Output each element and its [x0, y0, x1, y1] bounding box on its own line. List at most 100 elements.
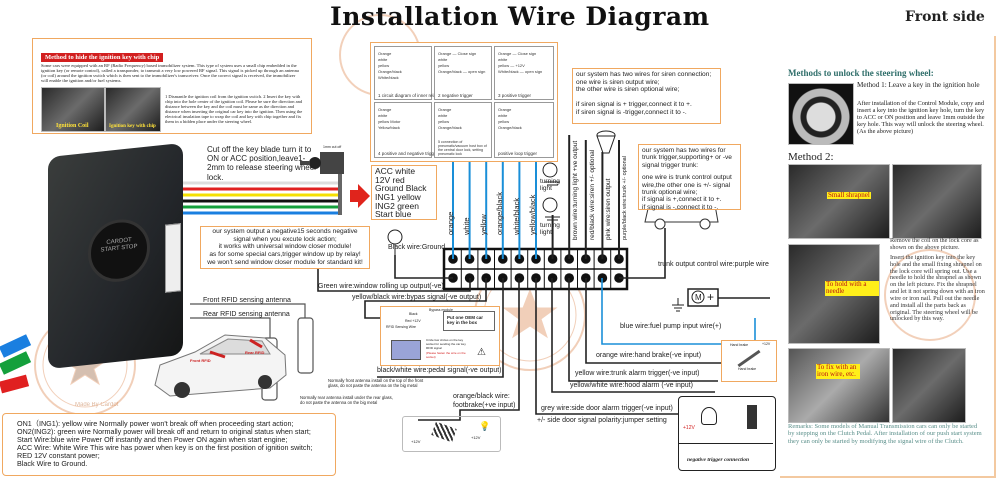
key-chip-photo: Ignition key with chip [105, 87, 161, 132]
note-ing1: ON1（ING1): yellow wire Normally power wo… [17, 419, 294, 428]
wire-legend: ACC white 12V red Ground Black ING1 yell… [371, 165, 437, 220]
negative-trigger-caption: negative trigger connection [687, 457, 750, 463]
needle-photo: To hold with a needle [788, 244, 880, 344]
legend-ing2: ING2 green [375, 200, 419, 211]
ground-antenna-icon [387, 229, 403, 255]
bottom-wires [317, 228, 770, 421]
brake-pedal-icon [431, 421, 457, 443]
front-antenna-label: Front RFID sensing antenna [203, 297, 291, 304]
hide-key-heading: Method to hide the ignition key with chi… [41, 53, 164, 62]
hood-wire-label: yellow/white wire:hood alarm (-ve input) [570, 382, 693, 389]
hide-key-intro: Some cars were equipped with an RF (Radi… [41, 63, 299, 84]
note-start: Start Wire:blue wire Power Off instantly… [17, 435, 288, 445]
siren-icon [596, 130, 616, 154]
wire-label-yellow-black: yellow/black [528, 194, 537, 235]
note-acc: ACC Wire: White Wire This wire has power… [17, 443, 313, 453]
rear-antenna-label: Rear RFID sensing antenna [203, 311, 290, 318]
remove-coil-text: Remove the coil on the lock core as show… [890, 237, 979, 251]
footbrake-wire-label-1: orange/black wire: [453, 393, 510, 400]
lock-note: our system output a negative15 seconds n… [200, 226, 370, 269]
arrow-icon [350, 184, 370, 208]
wire-label-orange: orange [446, 211, 455, 235]
legend-ing1: ING1 yellow [375, 191, 421, 202]
turning-light-label-1: turning light [540, 178, 560, 193]
bulb-icon: 💡 [479, 421, 491, 431]
page-title: Installation Wire Diagram [330, 2, 710, 31]
turning-light-label-2: turning light [540, 222, 560, 237]
polarity-label: +/- side door signal polarity:jumper set… [537, 417, 667, 424]
hand-brake-panel: Hand brake +12V Hand brake [721, 340, 777, 382]
wire-notes-panel: ON1（ING1): yellow wire Normally power wo… [2, 413, 336, 476]
hand-brake-wire-label: orange wire:hand brake(-ve input) [596, 352, 702, 359]
wire-label-purple-black: purple/black wire:trunk +/- optional [622, 156, 628, 240]
wire-label-white-black: white/black [512, 197, 521, 235]
power-harness [182, 168, 342, 215]
key-box: Put one OEM car key in the box [443, 311, 495, 331]
steering-wheel-photo [892, 348, 966, 423]
legend-acc: ACC white [375, 166, 416, 176]
method1-text: After installation of the Control Module… [857, 100, 985, 135]
wire-label-pink: pink wire:siren output [605, 178, 612, 240]
pedal-wire-label: black/white wire:pedal signal(-ve output… [377, 367, 502, 374]
fuel-pump-icon: M + [687, 288, 719, 307]
siren-note: our system has two wires for siren conne… [572, 68, 721, 124]
module-connector [165, 223, 181, 293]
key-instructions: Cut off the key blade turn it to ON or A… [207, 145, 316, 182]
ground-symbol [672, 298, 684, 312]
key-cut-label: 1mm cut off [323, 145, 342, 149]
negative-trigger-panel: +12V negative trigger connection [678, 396, 776, 471]
key-icon [300, 152, 344, 174]
footbrake-diagram: +12V +12V 💡 [402, 416, 501, 452]
trunk-wire-label: trunk output control wire:purple wire [658, 261, 769, 268]
hide-key-steps: 1 Dismantle the ignition coil from the i… [165, 94, 303, 125]
method1-photo [788, 83, 854, 145]
unlock-steering-panel: Methods to unlock the steering wheel: Me… [780, 36, 996, 478]
method1-title: Method 1: Leave a key in the ignition ho… [857, 81, 980, 89]
note-ground: Black Wire to Ground. [17, 459, 88, 469]
bypass-wire-label: yellow/black wire:bypas signal(-ve outpu… [352, 294, 482, 301]
key-socket-coil [391, 340, 421, 360]
wire-label-orange-black: orange/black [495, 192, 504, 235]
insert-key-text: Insert the ignition key into the key hol… [890, 254, 985, 323]
wire-label-white: white [462, 217, 471, 235]
ground-wire-label: Black wire:Ground [388, 244, 446, 251]
bulb-icon [701, 407, 717, 425]
car-rear-rfid-label: Rear RFID [245, 350, 265, 355]
svg-text:M: M [695, 293, 702, 302]
watermark-text: Made By Cardot [75, 402, 119, 408]
legend-ground: Ground Black [375, 183, 427, 194]
ignition-coil-label: Ignition Coil [56, 123, 89, 129]
car-front-rfid-label: Front RFID [190, 358, 211, 363]
window-wire-label: Green wire:window rolling up output(-ve) [318, 283, 444, 290]
note-ing2: ON2(ING2): green wire Normally power wil… [17, 427, 311, 437]
hide-key-panel: Method to hide the ignition key with chi… [32, 38, 312, 134]
start-stop-button: CARDOT START STOP [88, 216, 150, 285]
legend-12v: 12V red [375, 174, 405, 185]
wire-label-brown: brown wire:turning light +ve output [572, 140, 579, 240]
wire-label-red-black: red/black wire:siren +/- optional [589, 149, 596, 240]
divider [679, 443, 773, 444]
turning-light-icon [542, 162, 560, 221]
door-switch-icon [747, 405, 757, 429]
warning-icon: ⚠ [477, 347, 486, 358]
fuel-wire-label: blue wire:fuel pump input wire(+) [620, 323, 722, 330]
ignition-coil-photo: Ignition Coil [41, 87, 105, 132]
legend-start: Start blue [375, 209, 412, 220]
note-12v: RED 12V constant power; [17, 451, 100, 461]
side-door-wire-label: grey wire:side door alarm trigger(-ve in… [541, 405, 673, 412]
iron-wire-photo: To fix with an iron wire, etc. [788, 348, 890, 423]
remarks-text: Remarks: Some models of Manual Transmiss… [788, 423, 982, 445]
key-chip-label: Ignition key with chip [109, 124, 156, 129]
side-label: Front side [905, 9, 985, 25]
coil-removal-photo [892, 164, 982, 239]
svg-text:+: + [707, 290, 714, 304]
shrapnel-photo: Small shrapnel [788, 164, 890, 239]
front-antenna-note: Normally front antenna install on the to… [328, 378, 424, 388]
wire-label-yellow: yellow [479, 214, 488, 235]
